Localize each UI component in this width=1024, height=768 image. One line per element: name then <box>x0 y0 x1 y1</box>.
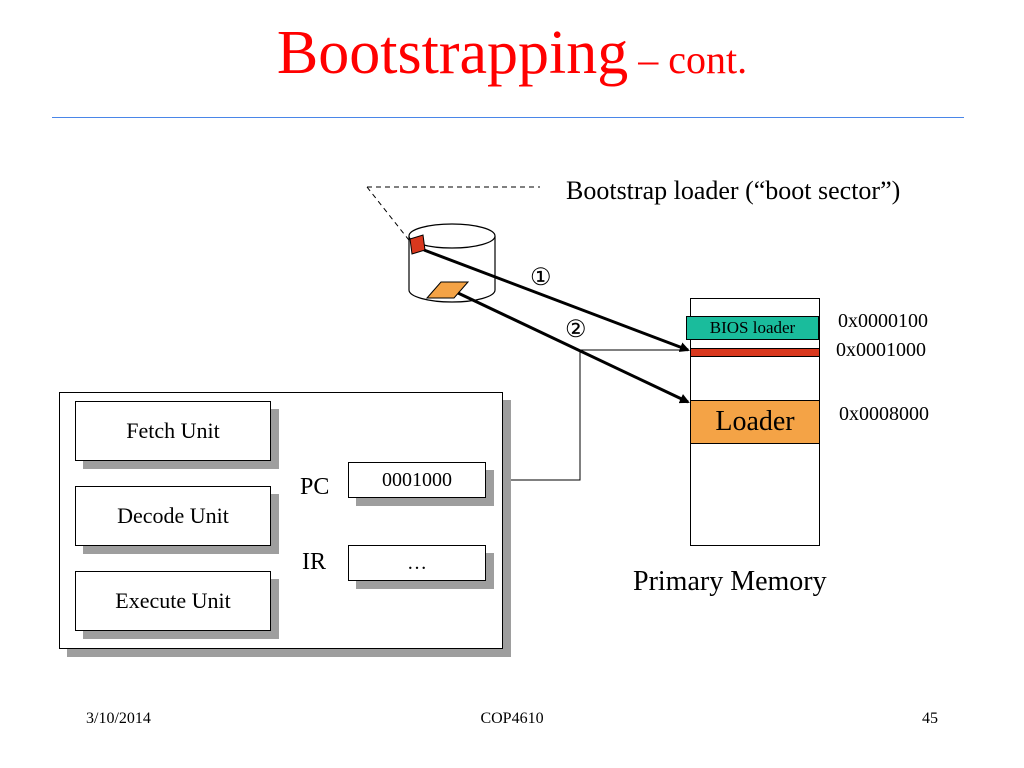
execute-unit: Execute Unit <box>75 571 271 631</box>
step-1-marker: ① <box>530 265 552 291</box>
fetch-unit: Fetch Unit <box>75 401 271 461</box>
arrow-step-1 <box>423 248 690 352</box>
boot-sector-memory-block <box>690 348 820 357</box>
pc-register: 0001000 <box>348 462 486 498</box>
primary-memory-caption: Primary Memory <box>633 566 827 597</box>
boot-sector-block <box>409 234 426 255</box>
title-rule <box>52 117 964 118</box>
ir-register: … <box>348 545 486 581</box>
boot-sector-dashed-diag <box>366 186 413 245</box>
arrow-step-2 <box>457 291 690 404</box>
loader-memory-block: Loader <box>690 400 820 444</box>
footer-date: 3/10/2014 <box>86 710 151 727</box>
ir-label: IR <box>302 549 326 575</box>
pc-label: PC <box>300 474 330 500</box>
title-suffix: – cont. <box>638 37 748 82</box>
decode-unit: Decode Unit <box>75 486 271 546</box>
slide-title: Bootstrapping– cont. <box>0 18 1024 89</box>
title-main: Bootstrapping <box>276 19 629 87</box>
address-0x0000100: 0x0000100 <box>838 310 928 332</box>
loader-sector-block <box>425 281 470 299</box>
bios-loader-block: BIOS loader <box>686 316 819 340</box>
footer-course: COP4610 <box>480 710 544 727</box>
pc-connector <box>486 349 688 481</box>
boot-sector-label: Bootstrap loader (“boot sector”) <box>566 176 901 205</box>
address-0x0001000: 0x0001000 <box>836 339 926 361</box>
address-0x0008000: 0x0008000 <box>839 403 929 425</box>
footer-page-number: 45 <box>922 710 938 727</box>
step-2-marker: ② <box>565 317 587 343</box>
